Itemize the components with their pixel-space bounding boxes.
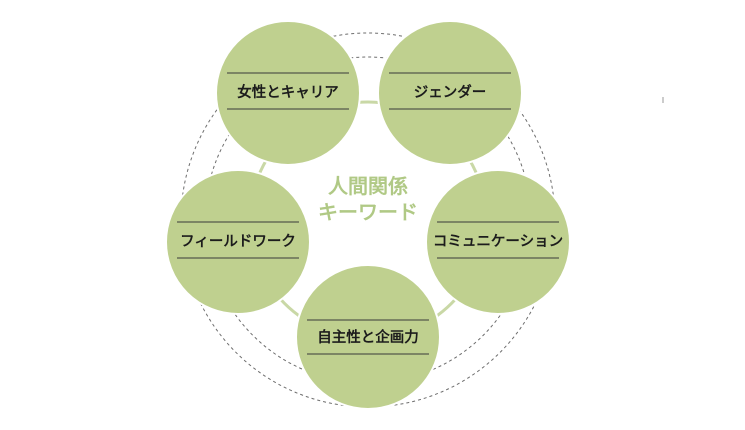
center-title-line1: 人間関係 (328, 174, 408, 198)
node-label: フィールドワーク (180, 233, 296, 250)
node-label: ジェンダー (414, 83, 487, 101)
node-circle (377, 20, 523, 166)
node-women-and-career: 女性とキャリア (215, 20, 361, 166)
node-fieldwork: フィールドワーク (165, 169, 311, 315)
node-circle (295, 264, 441, 410)
node-circle (165, 169, 311, 315)
node-circle (425, 169, 571, 315)
center-title-line2: キーワード (318, 200, 418, 224)
node-circle (215, 20, 361, 166)
node-communication: コミュニケーション (425, 169, 571, 315)
node-gender: ジェンダー (377, 20, 523, 166)
node-label: 女性とキャリア (237, 83, 339, 101)
node-autonomy-and-planning: 自主性と企画力 (295, 264, 441, 410)
node-label: コミュニケーション (433, 233, 563, 250)
node-label: 自主性と企画力 (317, 328, 419, 346)
